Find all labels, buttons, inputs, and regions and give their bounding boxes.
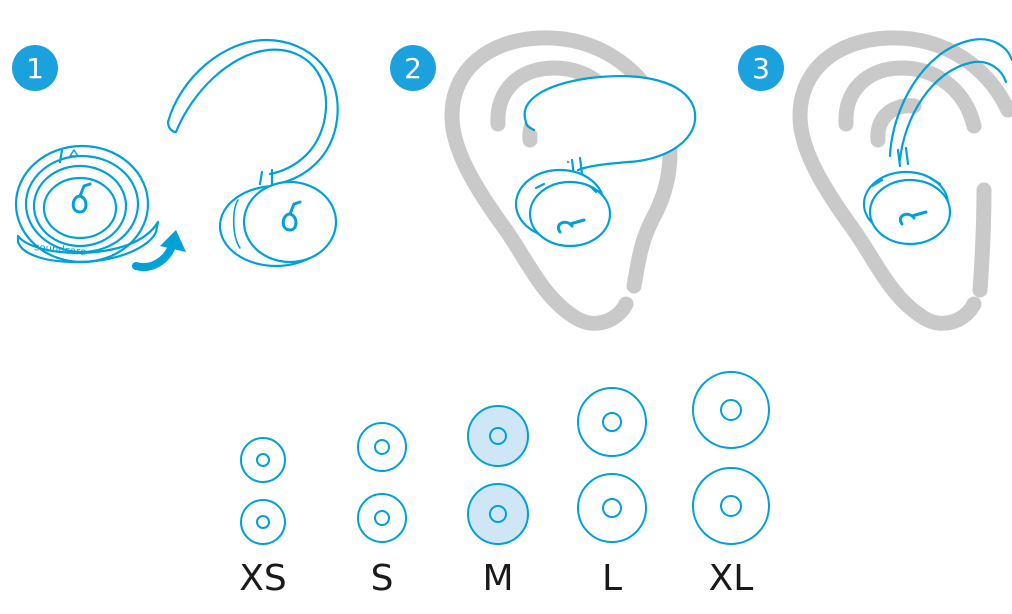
ear-tip-size-label: XS [239, 558, 287, 599]
unfolded-earbud [166, 38, 339, 268]
ear-tip-xl: XL [692, 371, 770, 599]
ear-tip-s-bottom-hole [374, 510, 390, 526]
step-3: 3 [738, 30, 1012, 331]
ear-tip-m-bottom-hole [489, 505, 507, 523]
ear-tip-xs: XS [239, 437, 287, 599]
ear-tip-m: M [467, 405, 529, 599]
ear-tip-size-label: L [602, 558, 622, 599]
ear-tip-l-bottom-hole [602, 498, 622, 518]
ear-tip-xl-top-hole [720, 399, 742, 421]
earbud-in-ear-partial [514, 75, 697, 248]
ear-tip-m-top-hole [489, 427, 507, 445]
earbud-in-ear-seated [862, 38, 1012, 246]
ear-tip-size-label: S [371, 558, 394, 599]
step-3-number: 3 [752, 52, 770, 85]
rotate-arrow-icon [132, 230, 186, 271]
ear-tip-xs-top-hole [256, 453, 270, 467]
step-2-badge: 2 [390, 45, 436, 91]
ear-tip-size-label: M [482, 558, 513, 599]
ear-tip-xl-bottom-hole [720, 495, 742, 517]
ear-tip-s: S [357, 422, 407, 599]
folded-earbud [14, 144, 160, 264]
step-2: 2 [390, 30, 697, 331]
brand-logo: soundcore [34, 242, 87, 258]
step-1-number: 1 [26, 52, 44, 85]
ear-tip-size-chart: XS S M L XL [239, 371, 770, 599]
ear-tip-s-top-hole [374, 439, 390, 455]
ear-tip-l: L [577, 387, 647, 599]
ear-tip-size-label: XL [709, 558, 754, 599]
step-2-number: 2 [404, 52, 422, 85]
ear-outline-2 [792, 30, 1012, 331]
step-1: 1 soundcore [12, 38, 339, 271]
ear-tip-xs-bottom-hole [256, 515, 270, 529]
ear-tip-l-top-hole [602, 412, 622, 432]
step-1-badge: 1 [12, 45, 58, 91]
step-3-badge: 3 [738, 45, 784, 91]
